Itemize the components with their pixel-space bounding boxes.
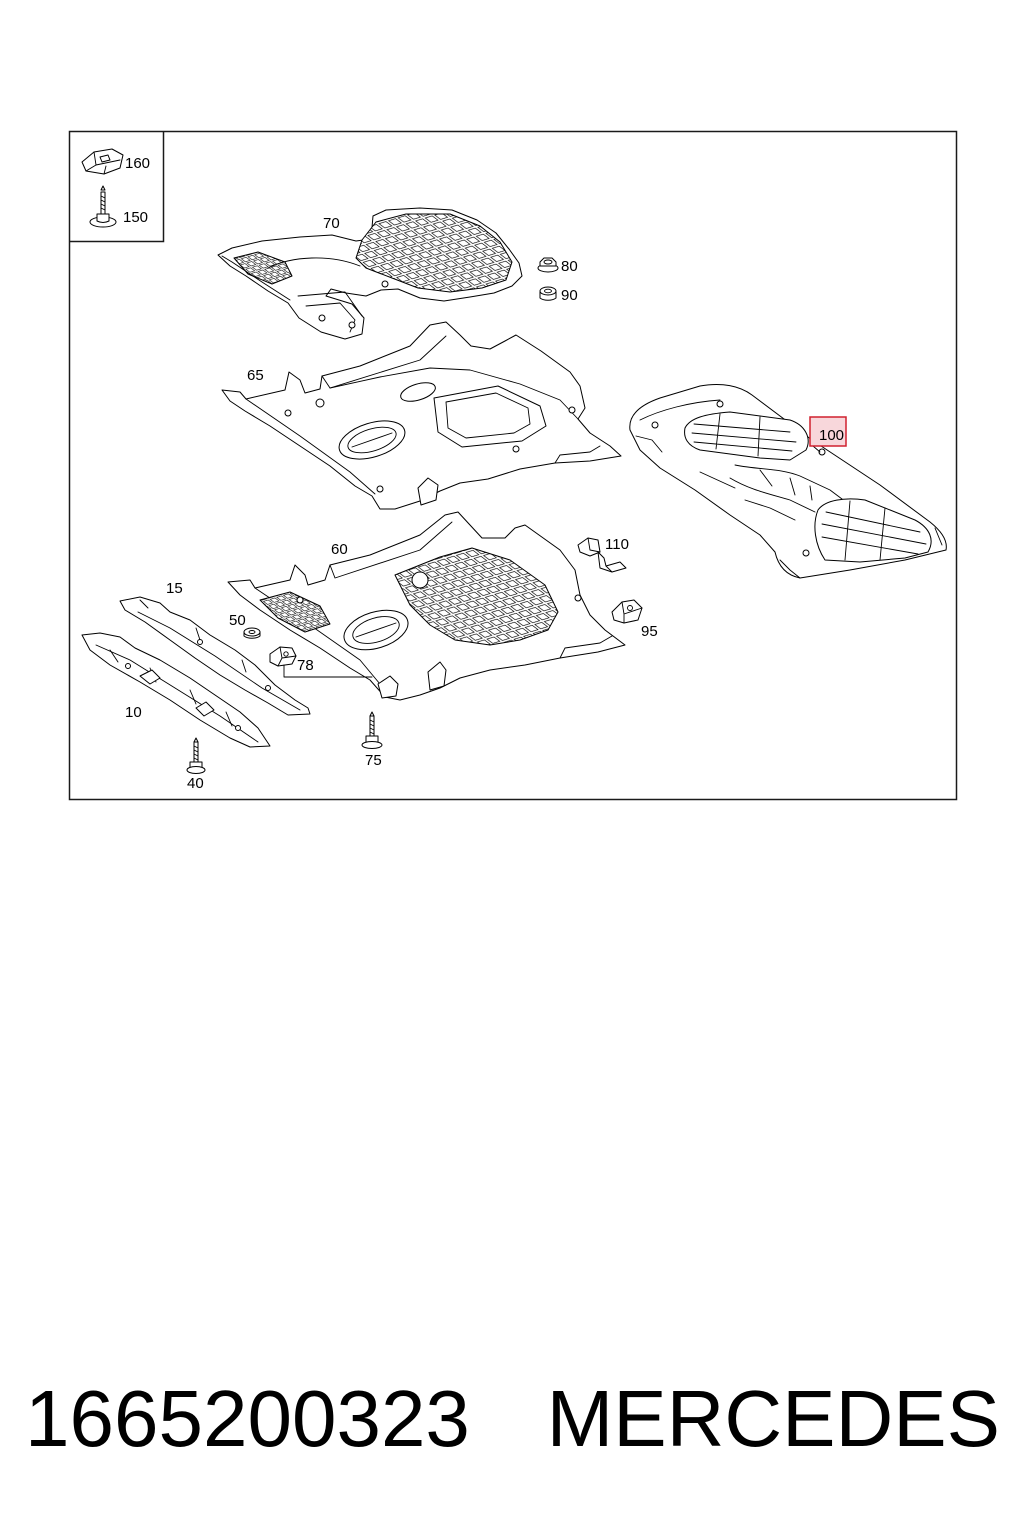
- panel-part-70: [217, 207, 523, 340]
- nut-icon: [537, 257, 559, 273]
- callout-95: 95: [641, 623, 658, 640]
- legend-label-150: 150: [123, 209, 148, 226]
- screw-icon: [361, 711, 383, 749]
- grommet-icon: [539, 286, 557, 301]
- callout-15: 15: [166, 580, 183, 597]
- brand-name: MERCEDES: [546, 1374, 1000, 1463]
- legend-label-160: 160: [125, 155, 150, 172]
- callout-40: 40: [187, 775, 204, 792]
- parts-diagram: 160 150 70 80 90: [68, 130, 958, 801]
- clip-icon: [611, 599, 643, 624]
- screw-icon: [186, 737, 206, 774]
- panel-part-10: [81, 632, 271, 748]
- clip-icon: [269, 646, 297, 667]
- clip-nut-icon: [81, 148, 124, 175]
- diagram-frame: [68, 130, 958, 801]
- bracket-icon: [577, 537, 627, 573]
- callout-100-leader: [812, 445, 821, 453]
- callout-110: 110: [605, 536, 629, 553]
- part-number: 1665200323: [25, 1374, 470, 1463]
- panel-part-15: [119, 596, 311, 716]
- callout-60: 60: [331, 541, 348, 558]
- callout-50: 50: [229, 612, 246, 629]
- callout-10: 10: [125, 704, 142, 721]
- legend-box: [69, 131, 165, 243]
- panel-part-65: [221, 321, 622, 510]
- callout-100-highlight: [809, 416, 847, 447]
- panel-part-100: [629, 383, 947, 579]
- callout-90: 90: [561, 287, 578, 304]
- callout-78: 78: [297, 657, 314, 674]
- callout-75: 75: [365, 752, 382, 769]
- callout-100: 100: [819, 427, 844, 444]
- callout-65: 65: [247, 367, 264, 384]
- callout-78-leader: [283, 664, 373, 678]
- screw-icon: [89, 185, 117, 228]
- callout-70: 70: [323, 215, 340, 232]
- callout-80: 80: [561, 258, 578, 275]
- washer-icon: [243, 627, 261, 639]
- panel-part-60: [227, 511, 626, 701]
